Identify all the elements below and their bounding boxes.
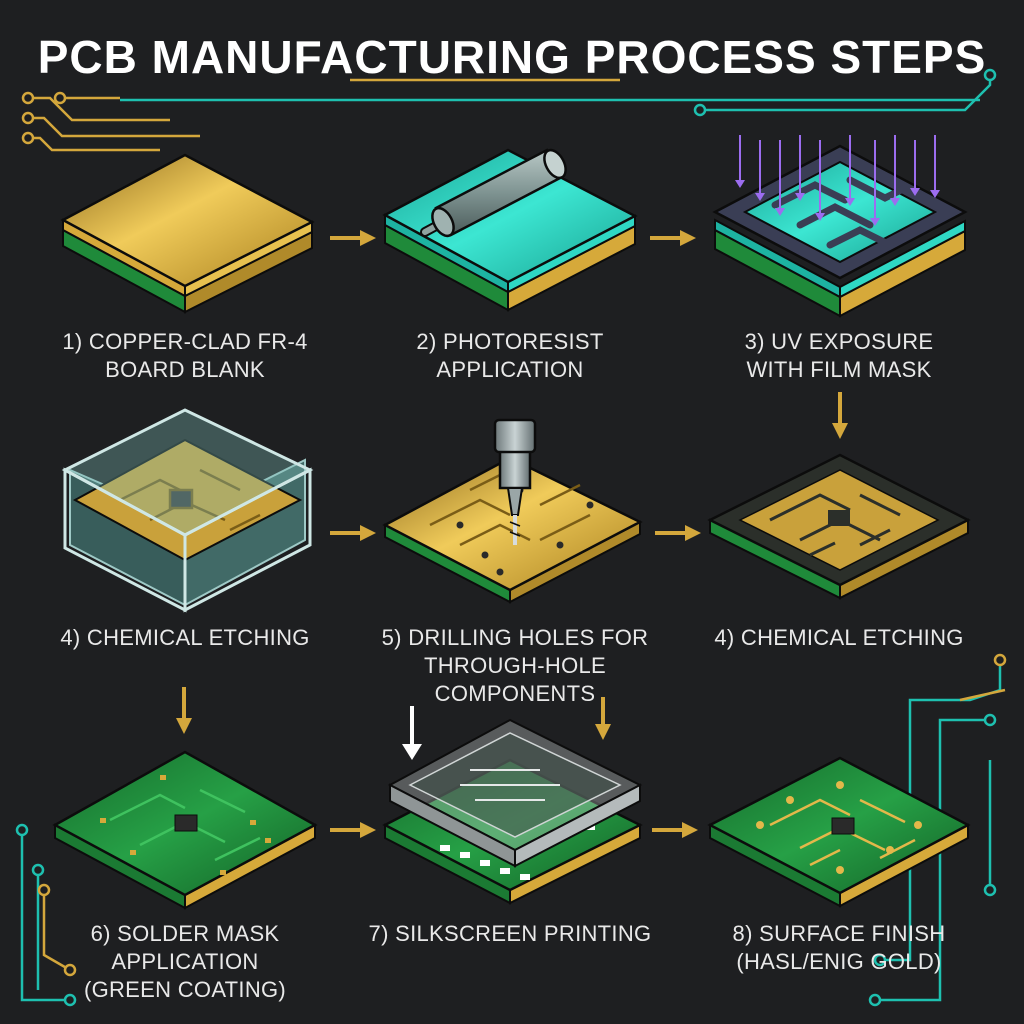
- arrow-4-to-6: [176, 687, 192, 734]
- step-5-caption: 5) DRILLING HOLES FOR THROUGH-HOLE COMPO…: [381, 625, 649, 706]
- roller-icon: [420, 148, 567, 238]
- step-3-uv-exposure-board: [712, 135, 968, 318]
- press-down-arrow: [402, 706, 422, 760]
- step-4-etching-tank: [61, 408, 314, 613]
- step-6-solder-mask-board: [52, 750, 318, 910]
- flow-arrows: [176, 230, 848, 838]
- arrow-5-to-7: [595, 697, 611, 740]
- step-6-caption: 6) SOLDER MASK APPLICATION (GREEN COATIN…: [83, 921, 287, 1002]
- step-2-caption: 2) PHOTORESIST APPLICATION: [416, 329, 604, 382]
- arrow-5-to-4b: [655, 525, 701, 541]
- drill-icon: [493, 418, 537, 545]
- step-1-copper-clad-board: [60, 153, 315, 314]
- silkscreen-frame: [387, 718, 643, 868]
- step-7-caption: 7) SILKSCREEN PRINTING: [368, 921, 652, 946]
- step-3-caption: 3) UV EXPOSURE WITH FILM MASK: [744, 329, 934, 382]
- arrow-1-to-2: [330, 230, 376, 246]
- arrow-2-to-3: [650, 230, 696, 246]
- step-4-caption: 4) CHEMICAL ETCHING: [60, 625, 310, 650]
- page-title: PCB MANUFACTURING PROCESS STEPS: [37, 31, 987, 83]
- arrow-7-to-8: [652, 822, 698, 838]
- arrow-4-to-5: [330, 525, 376, 541]
- step-7-silkscreen-board: [382, 706, 643, 905]
- step-5-drilling-board: [382, 418, 643, 604]
- step-4b-etched-board: [707, 453, 971, 600]
- decorative-circuit-traces: [15, 68, 1007, 1007]
- arrow-3-to-4b: [832, 392, 848, 439]
- step-8-surface-finish-board: [707, 756, 971, 908]
- step-8-caption: 8) SURFACE FINISH (HASL/ENIG GOLD): [732, 921, 946, 974]
- step-4b-caption: 4) CHEMICAL ETCHING: [714, 625, 964, 650]
- arrow-6-to-7: [330, 822, 376, 838]
- step-1-caption: 1) COPPER-CLAD FR-4 BOARD BLANK: [62, 329, 308, 382]
- uv-light-arrows: [739, 135, 936, 220]
- step-2-photoresist-board: [382, 148, 638, 312]
